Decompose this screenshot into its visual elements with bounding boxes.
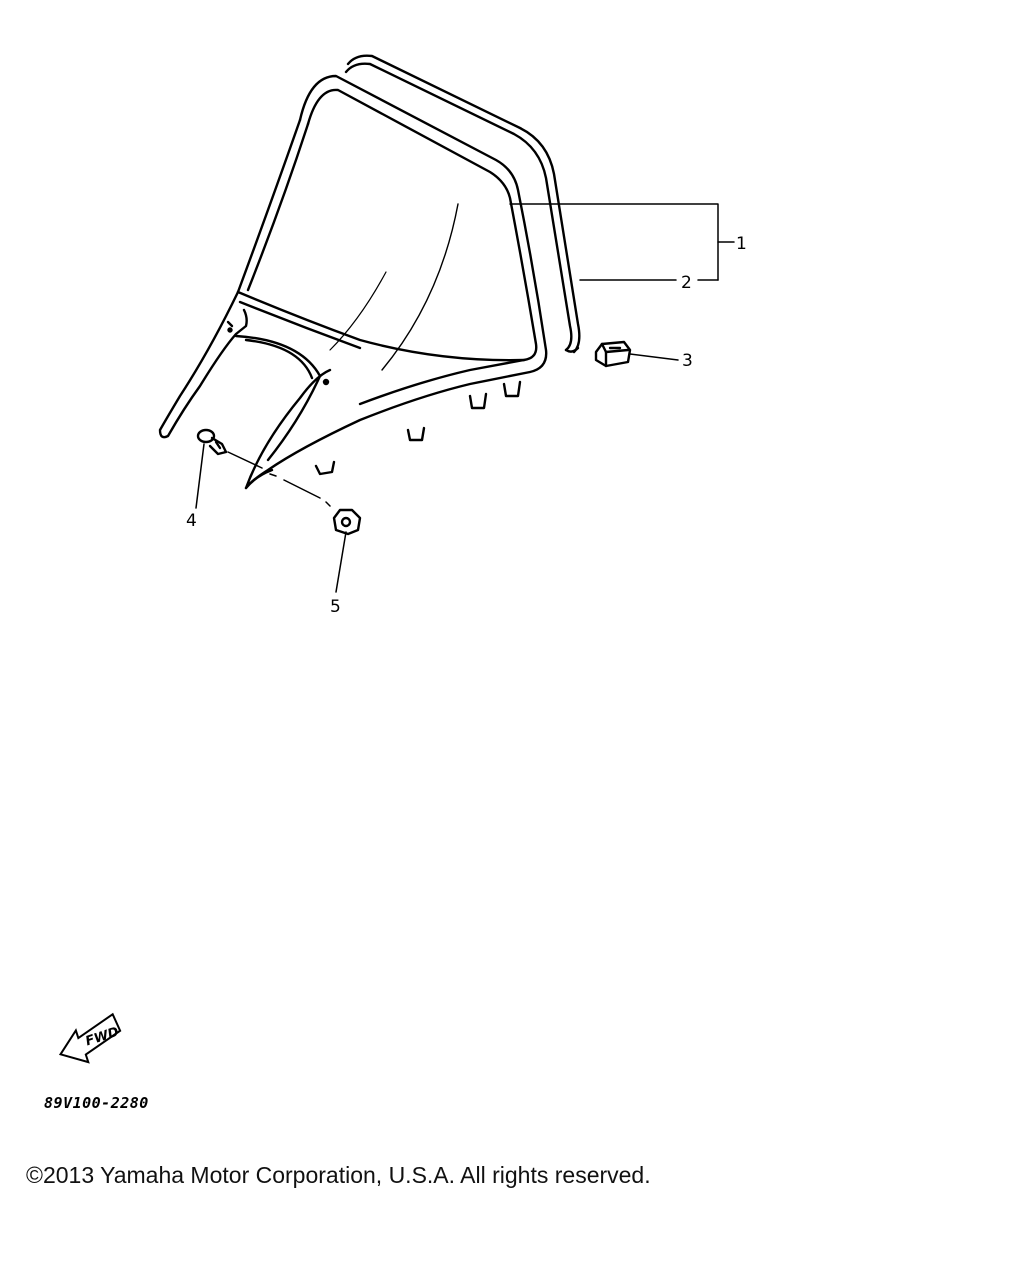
- clip: [594, 340, 632, 368]
- callout-1: 1: [736, 234, 747, 254]
- copyright-notice: ©2013 Yamaha Motor Corporation, U.S.A. A…: [26, 1162, 651, 1188]
- screw: [196, 428, 228, 456]
- seal-strip: [344, 54, 581, 354]
- callout-5: 5: [330, 597, 341, 617]
- windshield: [158, 74, 548, 490]
- callout-3: 3: [682, 351, 693, 371]
- diagram-code: 89V100-2280: [44, 1094, 149, 1112]
- nut: [332, 508, 362, 536]
- callout-2: 2: [681, 273, 692, 293]
- fwd-label: FWD: [84, 1025, 121, 1050]
- fwd-arrow-icon: FWD: [58, 1012, 122, 1064]
- callout-4: 4: [186, 511, 197, 531]
